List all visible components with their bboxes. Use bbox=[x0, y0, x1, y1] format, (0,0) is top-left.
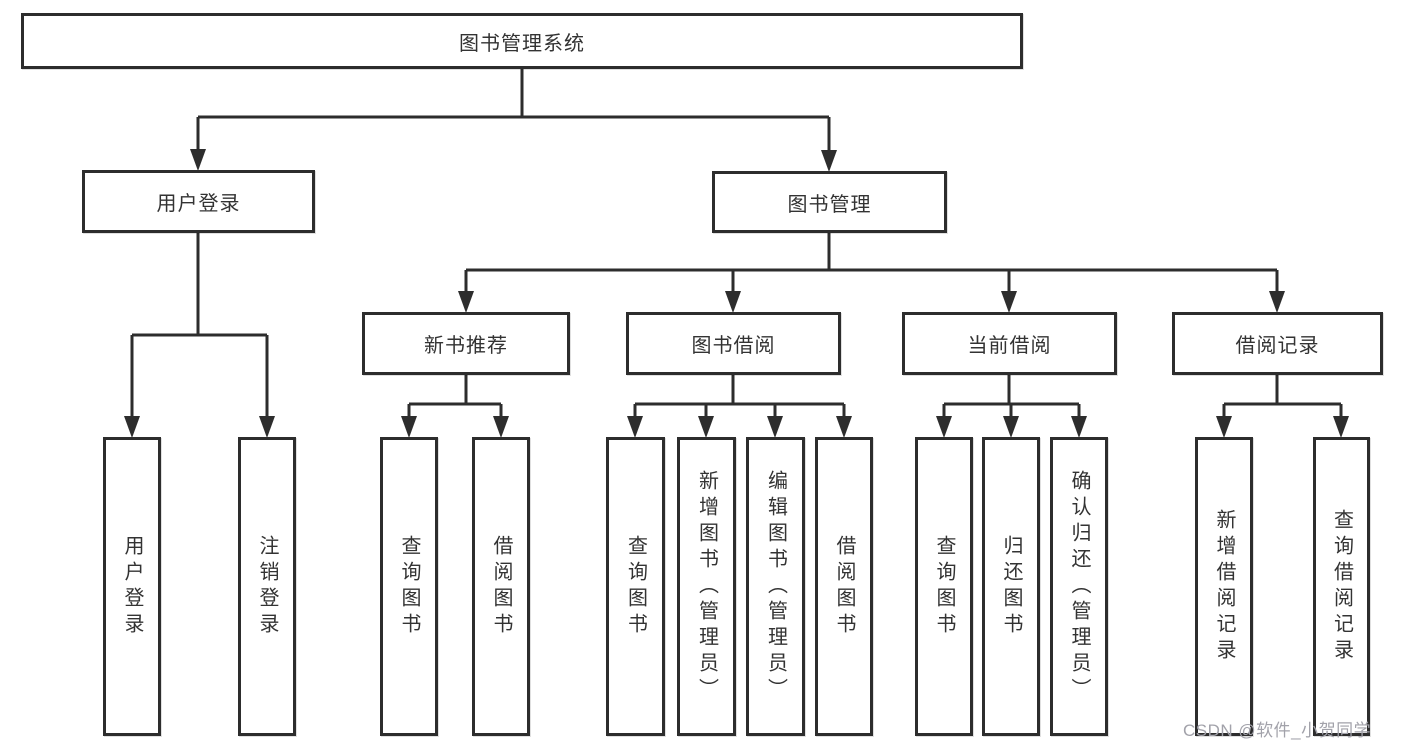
node-borrow-record: 借阅记录 bbox=[1172, 312, 1383, 375]
leaf-add-borrow-record-label: 新增借阅记录 bbox=[1213, 508, 1235, 665]
node-book-borrow-label: 图书借阅 bbox=[691, 335, 776, 357]
node-book-management-label: 图书管理 bbox=[787, 193, 872, 216]
leaf-add-borrow-record: 新增借阅记录 bbox=[1195, 437, 1253, 736]
leaf-return-book: 归还图书 bbox=[982, 437, 1040, 736]
leaf-borrow-book-1: 借阅图书 bbox=[472, 437, 530, 736]
leaf-logout: 注销登录 bbox=[238, 437, 296, 736]
leaf-query-book-1: 查询图书 bbox=[380, 437, 438, 736]
leaf-add-book-admin: 新增图书（管理员） bbox=[677, 437, 736, 736]
leaf-query-borrow-record: 查询借阅记录 bbox=[1313, 437, 1370, 736]
leaf-query-book-2: 查询图书 bbox=[606, 437, 665, 736]
leaf-user-login: 用户登录 bbox=[103, 437, 161, 736]
leaf-borrow-book-2: 借阅图书 bbox=[815, 437, 873, 736]
leaf-borrow-book-1-label: 借阅图书 bbox=[490, 534, 512, 639]
leaf-query-borrow-record-label: 查询借阅记录 bbox=[1330, 508, 1353, 665]
node-borrow-record-label: 借阅记录 bbox=[1235, 335, 1320, 357]
leaf-query-book-3: 查询图书 bbox=[915, 437, 973, 736]
node-book-management: 图书管理 bbox=[712, 171, 947, 233]
leaf-user-login-label: 用户登录 bbox=[121, 534, 143, 639]
leaf-edit-book-admin: 编辑图书（管理员） bbox=[746, 437, 805, 736]
leaf-query-book-2-label: 查询图书 bbox=[624, 534, 647, 639]
node-new-book-recommend-label: 新书推荐 bbox=[424, 335, 508, 357]
node-current-borrow-label: 当前借阅 bbox=[967, 335, 1052, 357]
node-root-label: 图书管理系统 bbox=[459, 32, 585, 55]
node-current-borrow: 当前借阅 bbox=[902, 312, 1117, 375]
leaf-query-book-3-label: 查询图书 bbox=[933, 534, 955, 639]
leaf-confirm-return-admin-label: 确认归还（管理员） bbox=[1068, 469, 1090, 704]
node-book-borrow: 图书借阅 bbox=[626, 312, 841, 375]
node-user-login-label: 用户登录 bbox=[156, 193, 241, 215]
leaf-edit-book-admin-label: 编辑图书（管理员） bbox=[764, 469, 787, 704]
node-user-login: 用户登录 bbox=[82, 170, 315, 233]
leaf-confirm-return-admin: 确认归还（管理员） bbox=[1050, 437, 1108, 736]
leaf-add-book-admin-label: 新增图书（管理员） bbox=[695, 469, 718, 704]
leaf-query-book-1-label: 查询图书 bbox=[398, 534, 420, 639]
leaf-borrow-book-2-label: 借阅图书 bbox=[833, 534, 855, 639]
leaf-return-book-label: 归还图书 bbox=[1000, 534, 1022, 639]
node-root: 图书管理系统 bbox=[21, 13, 1023, 69]
watermark: CSDN @软件_小贺同学 bbox=[1183, 721, 1372, 740]
node-new-book-recommend: 新书推荐 bbox=[362, 312, 570, 375]
leaf-logout-label: 注销登录 bbox=[256, 534, 278, 639]
